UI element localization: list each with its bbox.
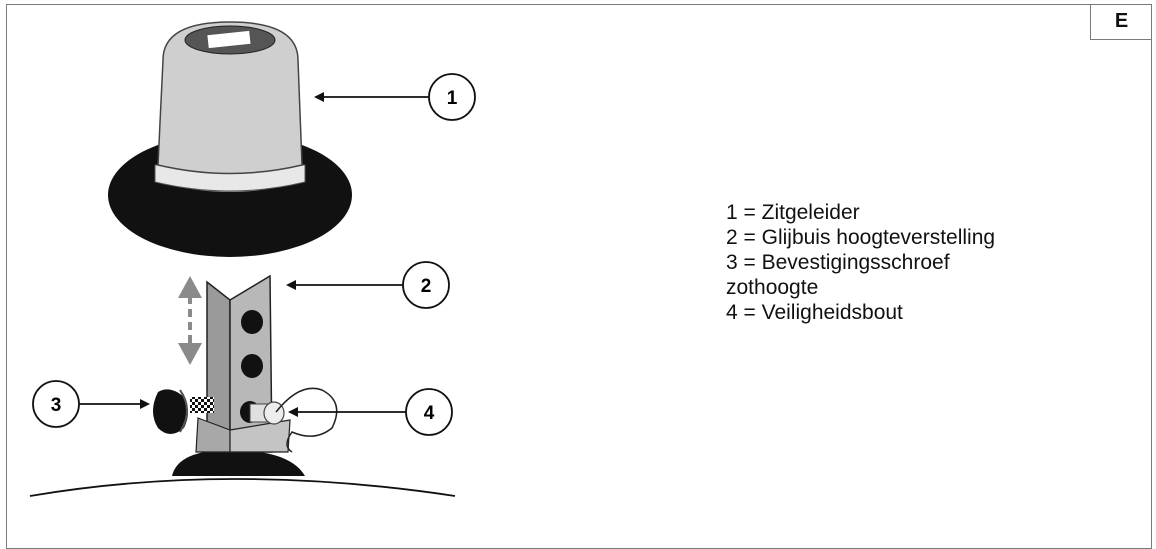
seat-guide (108, 21, 352, 257)
callout-2: 2 (402, 261, 450, 309)
callout-1: 1 (428, 73, 476, 121)
callout-3-label: 3 (51, 395, 62, 416)
callout-4: 4 (405, 388, 453, 436)
height-adjust-arrow (178, 276, 202, 365)
adjustment-screw (153, 389, 214, 434)
callout-3: 3 (32, 380, 80, 428)
safety-bolt (249, 387, 338, 453)
frame-base (29, 450, 456, 497)
legend-item-2: 2 = Glijbuis hoogteverstelling (726, 226, 996, 249)
panel-label: E (1090, 4, 1152, 40)
callout-2-label: 2 (421, 276, 432, 297)
sliding-tube (195, 274, 291, 453)
callout-1-label: 1 (447, 88, 458, 109)
legend-item-3: 3 = Bevestigingsschroef (726, 251, 950, 274)
legend-item-1: 1 = Zitgeleider (726, 201, 860, 224)
legend-item-3-continued: zothoogte (726, 276, 819, 299)
parts-legend: 1 = Zitgeleider 2 = Glijbuis hoogteverst… (726, 200, 995, 325)
legend-item-4: 4 = Veiligheidsbout (726, 301, 903, 324)
callout-4-label: 4 (424, 403, 435, 424)
